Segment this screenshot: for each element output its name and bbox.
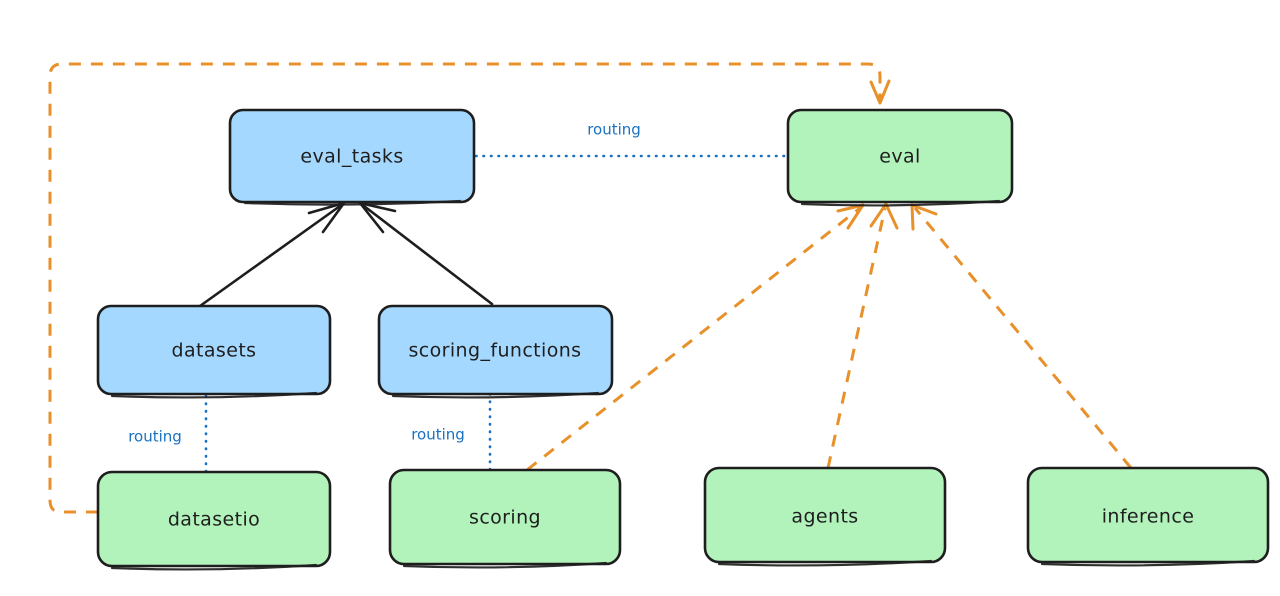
node-scoring-label: scoring [469,507,541,529]
edge-scoring-to-eval-line [526,206,861,472]
edge-agents-to-eval-line [826,207,887,469]
node-inference-shape [1026,466,1270,564]
edge-scoring_functions-to-scoring[interactable]: routing [411,392,492,474]
node-scoring-sketch-underline [402,561,608,569]
node-eval-label: eval [879,146,920,168]
node-scoring-shape [388,468,622,566]
node-eval_tasks[interactable]: eval_tasks [228,108,476,206]
node-scoring[interactable]: scoring [388,468,622,569]
edge-scoring_functions-to-eval_tasks[interactable] [358,201,494,306]
node-scoring_functions[interactable]: scoring_functions [377,304,614,399]
node-inference[interactable]: inference [1026,466,1270,567]
node-datasets[interactable]: datasets [96,304,332,399]
node-agents-sketch-underline [717,559,933,567]
edge-datasetio-to-eval[interactable] [48,62,891,514]
dependency-edges-group [48,62,1133,514]
edge-scoring_functions-to-eval_tasks-line [362,204,494,306]
edge-eval_tasks-to-eval[interactable]: routing [474,121,788,158]
node-eval[interactable]: eval [786,108,1014,207]
node-agents-label: agents [791,506,858,528]
edge-agents-to-eval-arrowhead [869,202,899,230]
node-scoring_functions-label: scoring_functions [409,340,582,362]
edge-scoring-to-eval-arrowhead [836,203,865,230]
edge-label-routing-datasets: routing [128,428,182,446]
edge-datasetio-to-eval-arrowhead [869,79,891,105]
node-datasetio[interactable]: datasetio [96,470,332,571]
node-eval-sketch-underline [800,199,1001,207]
node-inference-sketch-underline [1040,559,1256,567]
edge-datasetio-to-eval-line [48,62,882,514]
node-datasetio-shape [96,470,332,568]
routing-edges-group: routing routing routing [128,121,788,476]
node-datasets-shape [96,304,332,396]
node-agents-shape [703,466,947,564]
edge-datasets-to-datasetio[interactable]: routing [128,394,208,476]
node-datasets-label: datasets [172,340,257,362]
node-inference-label: inference [1102,506,1195,528]
node-datasets-sketch-underline [110,391,318,399]
node-datasetio-sketch-underline [110,563,318,571]
node-agents[interactable]: agents [703,466,947,567]
node-eval_tasks-label: eval_tasks [300,146,403,168]
node-datasetio-label: datasetio [168,509,260,531]
node-eval_tasks-shape [228,108,476,204]
edge-inference-to-eval[interactable] [910,203,1133,469]
edge-agents-to-eval[interactable] [826,202,899,469]
edge-inference-to-eval-line [913,207,1133,469]
edge-label-routing-eval_tasks: routing [587,121,641,139]
edge-datasets-to-eval_tasks[interactable] [198,201,346,308]
edge-label-routing-scoring_functions: routing [411,426,465,444]
composition-edges-group [198,201,494,308]
node-scoring_functions-shape [377,304,614,396]
edge-datasets-to-eval_tasks-line [198,204,342,308]
node-eval_tasks-sketch-underline [243,199,462,206]
node-eval-shape [786,108,1014,204]
node-scoring_functions-sketch-underline [391,391,600,399]
